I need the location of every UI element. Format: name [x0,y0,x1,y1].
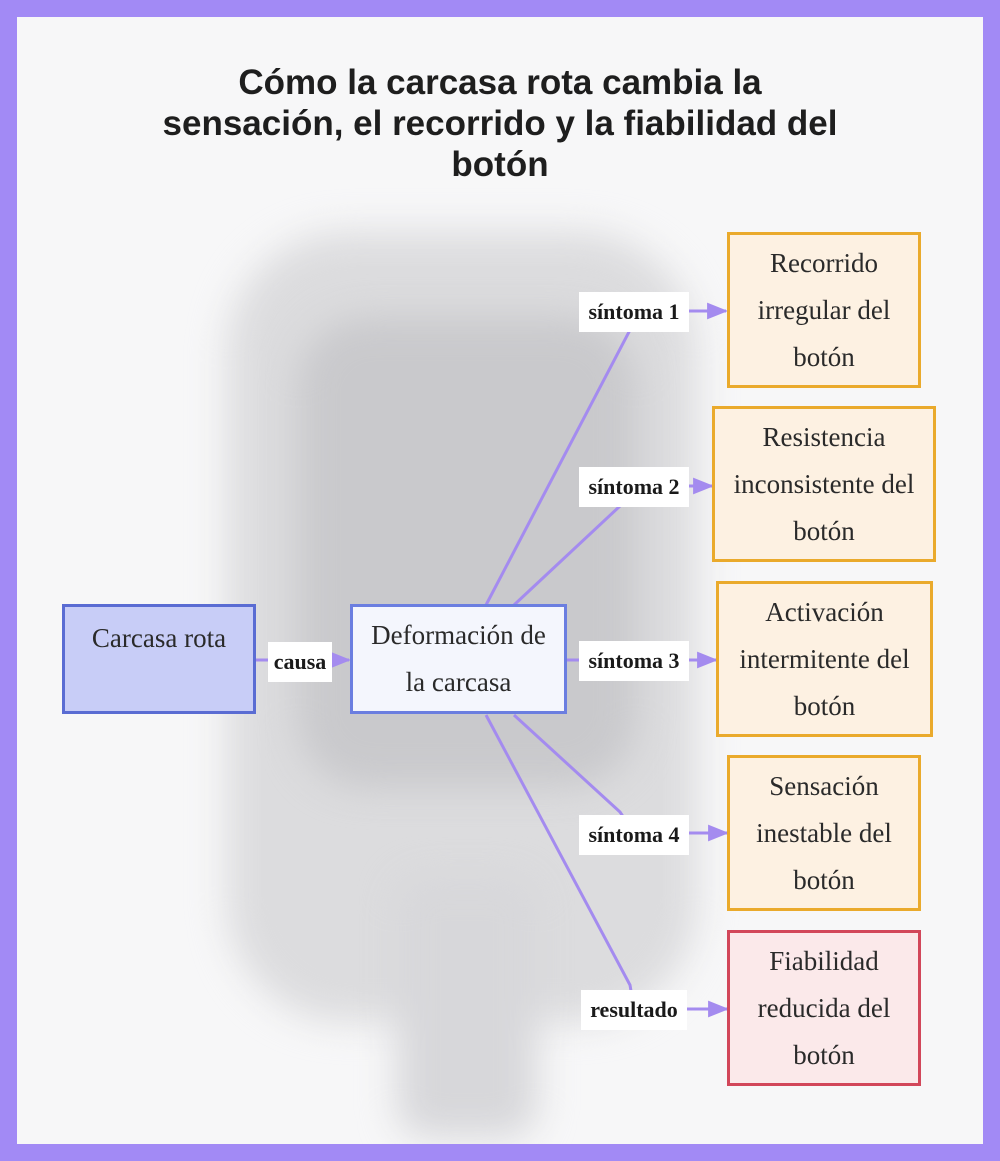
edge-symptom-1 [484,302,729,606]
edge-label-symptom-3: síntoma 3 [579,641,689,681]
node-symptom-1: Recorrido irregular del botón [727,232,921,388]
node-symptom-2-label: Resistencia inconsistente del botón [733,421,915,546]
node-symptom-3: Activación intermitente del botón [716,581,933,737]
node-deformacion: Deformación de la carcasa [350,604,567,714]
node-carcasa-rota-label: Carcasa rota [91,623,227,653]
node-symptom-4: Sensación inestable del botón [727,755,921,911]
node-symptom-3-label: Activación intermitente del botón [739,596,910,721]
node-carcasa-rota: Carcasa rota [62,604,256,714]
node-resultado-label: Fiabilidad reducida del botón [757,945,891,1070]
diagram-title: Cómo la carcasa rota cambia la sensación… [162,63,838,184]
edge-resultado [484,714,730,1018]
edge-label-causa: causa [268,642,332,682]
node-resultado: Fiabilidad reducida del botón [727,930,921,1086]
edge-label-resultado: resultado [581,990,687,1030]
edge-label-symptom-1: síntoma 1 [579,292,689,332]
node-symptom-2: Resistencia inconsistente del botón [712,406,936,562]
node-symptom-1-label: Recorrido irregular del botón [757,247,891,372]
edge-label-symptom-4: síntoma 4 [579,815,689,855]
background-photo-key [397,877,537,1137]
node-symptom-4-label: Sensación inestable del botón [756,770,892,895]
edge-label-symptom-2: síntoma 2 [579,467,689,507]
node-deformacion-label: Deformación de la carcasa [371,620,546,697]
